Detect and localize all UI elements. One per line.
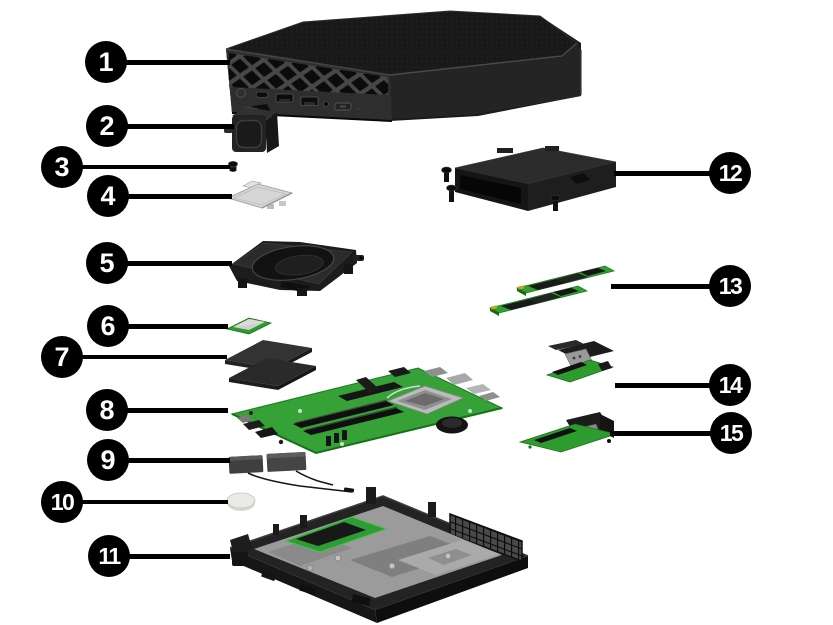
- callout-12: 12: [709, 152, 751, 194]
- leader-line-2: [127, 124, 234, 129]
- leader-line-8: [127, 408, 228, 413]
- callout-10: 10: [41, 481, 83, 523]
- callout-5: 5: [86, 242, 128, 284]
- leader-line-12: [614, 171, 714, 176]
- callout-1-number: 1: [98, 46, 114, 77]
- callout-4: 4: [87, 175, 129, 217]
- callout-2: 2: [86, 105, 128, 147]
- callout-15: 15: [710, 412, 752, 454]
- leader-line-4: [128, 194, 232, 199]
- callout-1: 1: [85, 41, 127, 83]
- part-antenna-modules: [228, 452, 355, 493]
- callout-3-number: 3: [54, 151, 70, 182]
- leader-line-7: [80, 355, 227, 359]
- callout-13-number: 13: [718, 272, 743, 299]
- part-flex-io-module-a: [545, 340, 615, 383]
- leader-line-14: [615, 383, 713, 388]
- leader-line-10: [80, 500, 228, 504]
- part-system-board: [230, 367, 504, 455]
- part-thermal-plates: [225, 340, 316, 390]
- callout-5-number: 5: [99, 247, 115, 278]
- leader-line-15: [610, 431, 714, 436]
- leader-line-5: [127, 261, 232, 266]
- callout-9-number: 9: [100, 444, 116, 475]
- leader-line-9: [128, 458, 230, 463]
- callout-15-number: 15: [719, 419, 744, 446]
- part-bracket: [226, 180, 294, 209]
- part-flex-io-module-b: [518, 412, 618, 453]
- callout-7-number: 7: [54, 341, 70, 372]
- leader-line-13: [611, 284, 713, 289]
- callout-14-number: 14: [718, 371, 743, 398]
- part-processor: [225, 317, 273, 335]
- leader-line-11: [129, 554, 230, 559]
- callout-12-number: 12: [718, 159, 743, 186]
- part-screw-grommet: [228, 161, 238, 172]
- callout-11-number: 11: [98, 542, 121, 569]
- callout-13: 13: [709, 265, 751, 307]
- leader-line-6: [128, 324, 228, 329]
- part-fan: [229, 241, 364, 296]
- callout-2-number: 2: [99, 110, 115, 141]
- callout-10-number: 10: [50, 488, 75, 515]
- leader-line-1: [126, 60, 230, 65]
- callout-8: 8: [86, 389, 128, 431]
- part-coin-cell-battery: [226, 492, 256, 511]
- leader-line-3: [80, 165, 230, 169]
- callout-3: 3: [41, 146, 83, 188]
- callout-14: 14: [709, 364, 751, 406]
- callout-9: 9: [87, 439, 129, 481]
- part-ssd-drives: [488, 265, 616, 316]
- callout-6-number: 6: [100, 310, 116, 341]
- callout-8-number: 8: [99, 394, 115, 425]
- callout-4-number: 4: [100, 180, 116, 211]
- callout-11: 11: [88, 535, 130, 577]
- part-top-cover: [225, 10, 582, 122]
- callout-6: 6: [87, 305, 129, 347]
- part-chassis: [229, 487, 529, 623]
- callout-7: 7: [41, 336, 83, 378]
- part-drive-cage: [441, 146, 617, 211]
